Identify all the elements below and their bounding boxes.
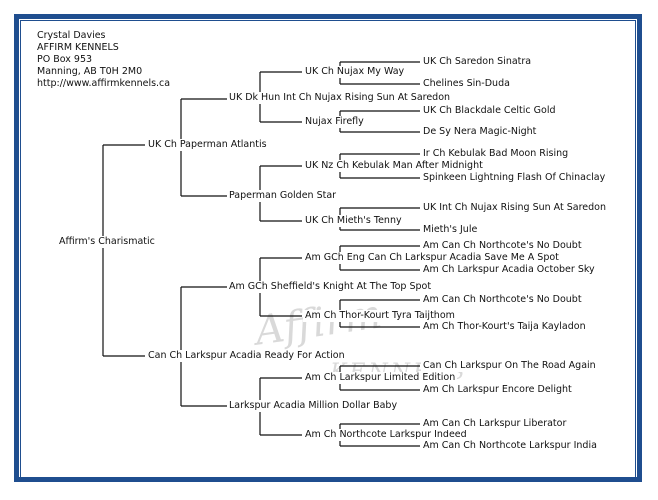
city-postal: Manning, AB T0H 2M0	[37, 66, 143, 77]
gen4-6: Spinkeen Lightning Flash Of Chinaclay	[421, 172, 608, 184]
sire-dam-name: Paperman Golden Star	[227, 190, 339, 202]
inner-border	[20, 20, 636, 478]
ds-dam-name: Am Ch Thor-Kourt Tyra Taijthom	[303, 310, 457, 322]
dd-dam-name: Am Ch Northcote Larkspur Indeed	[303, 429, 469, 441]
sd-sire-name: UK Nz Ch Kebulak Man After Midnight	[303, 160, 485, 172]
sire-name: UK Ch Paperman Atlantis	[146, 139, 269, 151]
ss-dam-name: Nujax Firefly	[303, 116, 366, 128]
kennel-name: AFFIRM KENNELS	[37, 42, 119, 53]
dam-sire-name: Am GCh Sheffield's Knight At The Top Spo…	[227, 281, 434, 293]
gen4-1: UK Ch Saredon Sinatra	[421, 56, 534, 68]
gen4-13: Can Ch Larkspur On The Road Again	[421, 360, 598, 372]
website-link[interactable]: http://www.affirmkennels.ca	[37, 78, 171, 89]
dd-sire-name: Am Ch Larkspur Limited Edition	[303, 372, 458, 384]
ds-sire-name: Am GCh Eng Can Ch Larkspur Acadia Save M…	[303, 252, 561, 264]
subject-name: Affirm's Charismatic	[57, 236, 157, 248]
gen4-15: Am Can Ch Larkspur Liberator	[421, 418, 569, 430]
gen4-2: Chelines Sin-Duda	[421, 78, 512, 90]
gen4-7: UK Int Ch Nujax Rising Sun At Saredon	[421, 202, 609, 214]
dam-dam-name: Larkspur Acadia Million Dollar Baby	[227, 400, 400, 412]
ss-sire-name: UK Ch Nujax My Way	[303, 66, 407, 78]
gen4-16: Am Can Ch Northcote Larkspur India	[421, 440, 599, 452]
gen4-14: Am Ch Larkspur Encore Delight	[421, 384, 574, 396]
gen4-11: Am Can Ch Northcote's No Doubt	[421, 294, 584, 306]
sire-sire-name: UK Dk Hun Int Ch Nujax Rising Sun At Sar…	[227, 92, 453, 104]
gen4-5: Ir Ch Kebulak Bad Moon Rising	[421, 148, 571, 160]
owner-name: Crystal Davies	[37, 30, 106, 41]
gen4-4: De Sy Nera Magic-Night	[421, 126, 539, 138]
gen4-3: UK Ch Blackdale Celtic Gold	[421, 105, 558, 117]
sd-dam-name: UK Ch Mieth's Tenny	[303, 215, 404, 227]
gen4-8: Mieth's Jule	[421, 224, 480, 236]
dam-name: Can Ch Larkspur Acadia Ready For Action	[146, 350, 347, 362]
gen4-12: Am Ch Thor-Kourt's Taija Kayladon	[421, 321, 588, 333]
gen4-10: Am Ch Larkspur Acadia October Sky	[421, 264, 597, 276]
po-box: PO Box 953	[37, 54, 93, 65]
gen4-9: Am Can Ch Northcote's No Doubt	[421, 240, 584, 252]
